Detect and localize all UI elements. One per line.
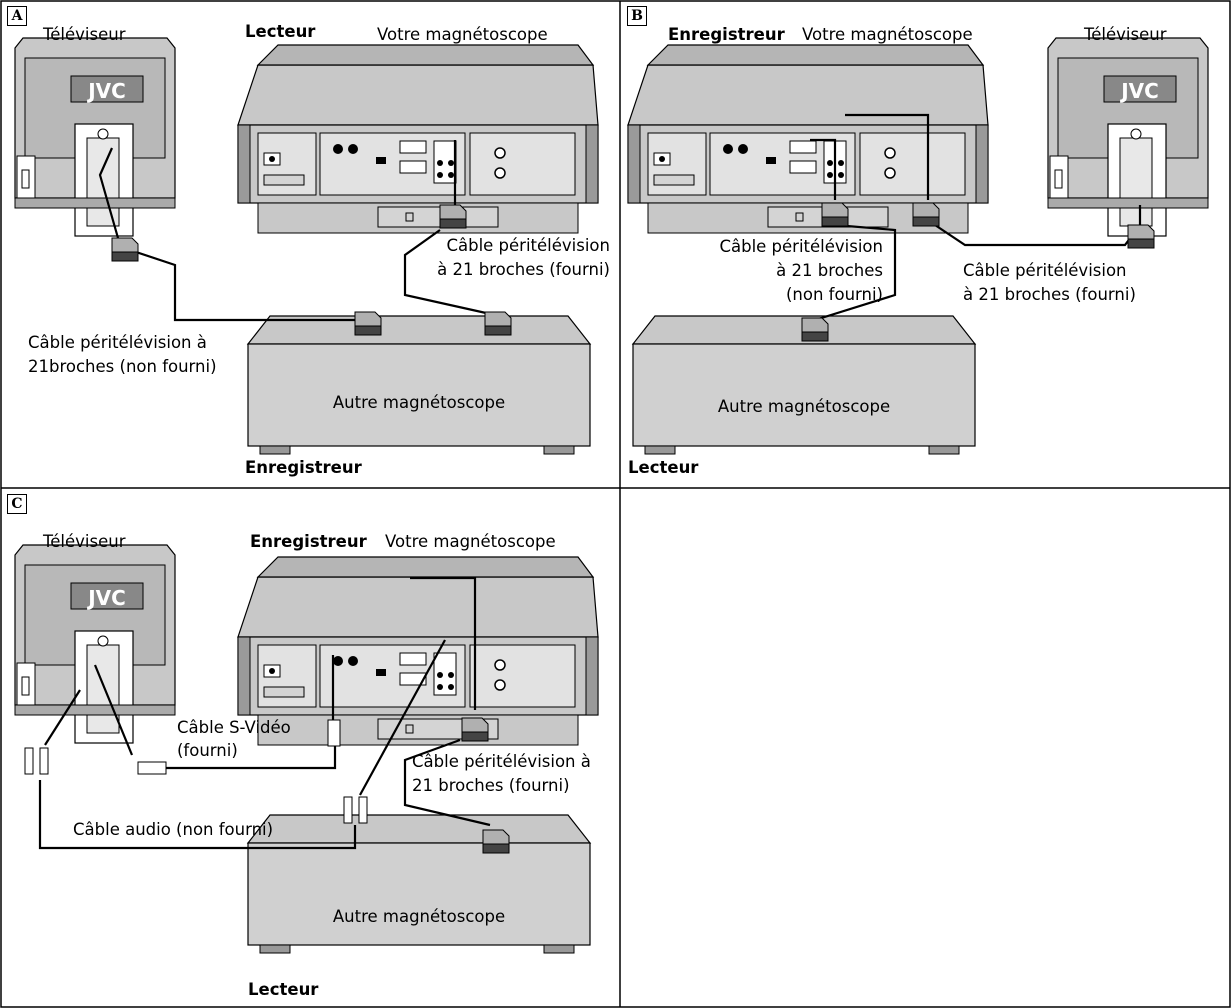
recorder-label: Enregistreur [250,532,367,551]
scart-label-line2: 21 broches (fourni) [412,776,570,795]
tv-label: Téléviseur [43,25,126,44]
jvc-logo: JVC [88,79,126,103]
cable-c-svideo [93,655,337,770]
scart-label-line1: Câble péritélévision à [412,752,591,771]
cable-provided-label-line1: Câble péritélévision [963,261,1127,280]
player-label: Lecteur [245,22,316,41]
svideo-label-line2: (fourni) [177,741,238,760]
tv-rear-a [14,37,176,237]
vcr-rear-c [237,556,599,746]
svideo-label-line1: Câble S-Vidéo [177,718,291,737]
rca-plugs [24,719,368,824]
panel-b-badge: B [627,6,647,26]
jvc-logo: JVC [1121,79,1159,103]
cable-not-provided-label-line2: à 21 broches [776,261,883,280]
vcr-label: Votre magnétoscope [377,25,548,44]
cable-not-provided-label-line2: 21broches (non fourni) [28,357,217,376]
player-label: Lecteur [628,458,699,477]
vcr-rear-a [237,44,599,234]
recorder-label: Enregistreur [245,458,362,477]
tv-rear-b [1047,37,1209,237]
panel-c-badge: C [7,494,27,514]
cable-b-not-provided [810,138,897,322]
scart-plug [1127,224,1155,249]
recorder-label: Enregistreur [668,25,785,44]
tv-rear-c [14,544,176,744]
other-vcr-c [247,814,591,954]
cable-provided-label-line1: Câble péritélévision [446,236,610,255]
scart-plug [439,204,467,229]
cable-c-scart [403,576,491,827]
vcr-label: Votre magnétoscope [385,532,556,551]
tv-label: Téléviseur [43,532,126,551]
scart-plug [484,311,512,336]
vcr-label: Votre magnétoscope [802,25,973,44]
cable-b-provided [845,113,1142,247]
cable-c-audio [38,639,446,850]
scart-plug [111,237,139,262]
panel-a-badge: A [7,6,27,26]
cable-not-provided-label-line1: Câble péritélévision [719,237,883,256]
other-vcr-label: Autre magnétoscope [332,393,506,412]
jvc-logo: JVC [88,586,126,610]
cable-provided-label-line2: à 21 broches (fourni) [437,260,610,279]
other-vcr-label: Autre magnétoscope [332,907,506,926]
tv-label: Téléviseur [1084,25,1167,44]
other-vcr-a [247,315,591,455]
scart-plug [354,311,382,336]
scart-plug [821,202,849,227]
scart-plug [461,717,489,742]
scart-plug [912,202,940,227]
audio-cable-label: Câble audio (non fourni) [73,820,274,839]
player-label: Lecteur [248,980,319,999]
cable-not-provided-label-line3: (non fourni) [785,285,883,304]
cable-not-provided-label-line1: Câble péritélévision à [28,333,207,352]
other-vcr-label: Autre magnétoscope [717,397,891,416]
scart-plug [482,829,510,854]
cable-provided-label-line2: à 21 broches (fourni) [963,285,1136,304]
scart-plug [801,317,829,342]
